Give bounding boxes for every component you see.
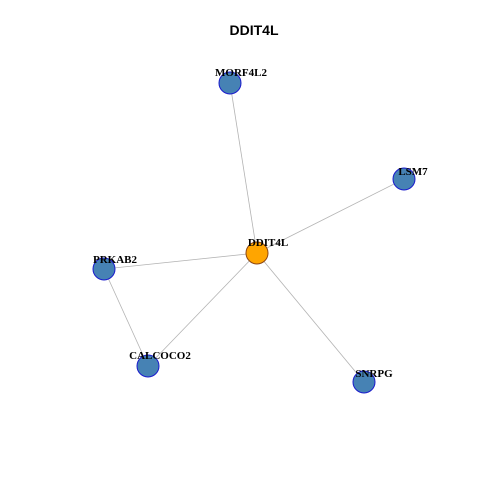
node-calcoco2[interactable] xyxy=(136,354,160,378)
node-label-calcoco2: CALCOCO2 xyxy=(129,350,191,362)
node-label-snrpg: SNRPG xyxy=(355,368,393,380)
edge-prkab2-calcoco2 xyxy=(103,268,149,367)
node-ddit4l[interactable] xyxy=(245,241,269,265)
node-label-morf4l2: MORF4L2 xyxy=(215,67,267,79)
edge-ddit4l-prkab2 xyxy=(103,252,258,270)
edge-layer xyxy=(103,82,405,383)
edge-ddit4l-lsm7 xyxy=(256,178,405,254)
node-lsm7[interactable] xyxy=(392,167,416,191)
node-label-lsm7: LSM7 xyxy=(398,166,428,178)
node-snrpg[interactable] xyxy=(352,370,376,394)
node-prkab2[interactable] xyxy=(92,257,116,281)
diagram-title: DDIT4L xyxy=(230,22,279,38)
node-label-ddit4l: DDIT4L xyxy=(248,237,288,249)
node-morf4l2[interactable] xyxy=(218,71,242,95)
edge-ddit4l-calcoco2 xyxy=(147,252,258,367)
edge-ddit4l-snrpg xyxy=(256,252,365,383)
node-label-prkab2: PRKAB2 xyxy=(93,254,138,266)
edge-ddit4l-morf4l2 xyxy=(229,82,258,254)
